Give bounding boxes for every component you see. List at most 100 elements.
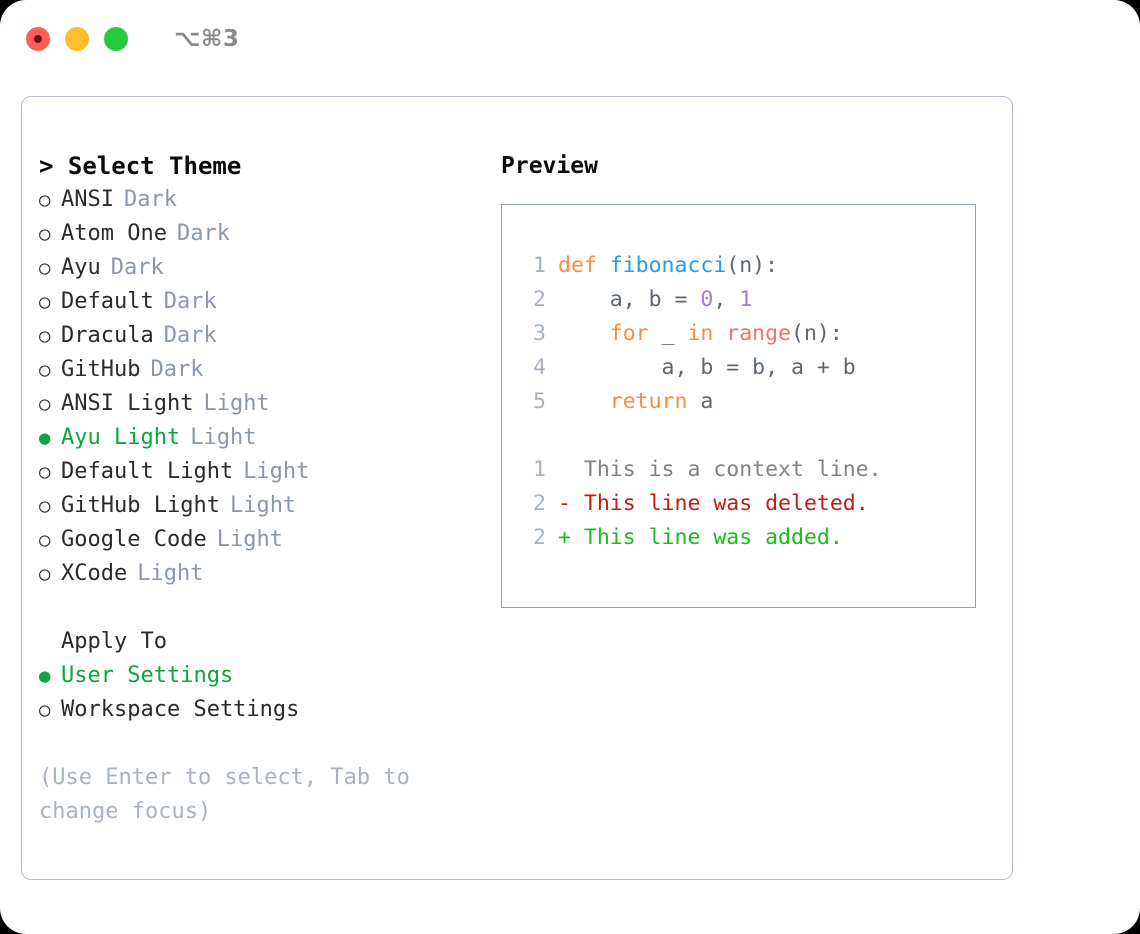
- theme-variant-label: Dark: [110, 255, 164, 280]
- theme-name-label: Default Light: [61, 459, 234, 484]
- diff-line: 2 - This line was deleted.: [520, 487, 975, 521]
- theme-list-item[interactable]: ○ GitHub Light Light: [39, 489, 489, 523]
- theme-variant-label: Light: [190, 425, 257, 450]
- code-token-kw: in: [687, 321, 727, 346]
- code-line-number: 1: [533, 253, 546, 278]
- theme-variant-label: Light: [229, 493, 297, 518]
- radio-unselected-icon: ○: [39, 189, 51, 211]
- theme-name-label: Default: [61, 289, 154, 314]
- theme-variant-label: Dark: [123, 187, 177, 212]
- code-line-number: 5: [533, 389, 546, 414]
- code-token-var: a, b =: [558, 287, 701, 312]
- apply-to-option[interactable]: ● User Settings: [39, 659, 489, 693]
- apply-to-option[interactable]: ○Workspace Settings: [39, 693, 489, 727]
- theme-list-item[interactable]: ○ ANSI Dark: [39, 183, 489, 217]
- theme-variant-label: Dark: [176, 221, 230, 246]
- code-line: 4 a, b = b, a + b: [520, 351, 975, 385]
- theme-name-label: GitHub Light: [61, 493, 220, 518]
- radio-unselected-icon: ○: [39, 291, 51, 313]
- apply-to-heading: Apply To: [61, 629, 167, 654]
- code-token-call: range: [726, 321, 792, 346]
- traffic-lights: [26, 27, 128, 51]
- code-token-kw: return: [558, 389, 701, 414]
- code-line-content: a, b = b, a + b: [558, 351, 856, 385]
- radio-unselected-icon: ○: [39, 257, 51, 279]
- theme-variant-label: Light: [216, 527, 283, 552]
- code-line-content: return a: [558, 385, 714, 419]
- theme-name-label: Google Code: [61, 527, 207, 552]
- recording-indicator-icon: [34, 35, 42, 43]
- diff-line-content-ctx: This is a context line.: [558, 457, 882, 482]
- code-line-content: a, b = 0, 1: [558, 283, 752, 317]
- radio-unselected-icon: ○: [39, 495, 51, 517]
- apply-to-label: User Settings: [61, 663, 234, 688]
- theme-variant-label: Light: [137, 561, 204, 586]
- theme-list-item[interactable]: ○ ANSI Light Light: [39, 387, 489, 421]
- theme-list-item[interactable]: ○ Ayu Dark: [39, 251, 489, 285]
- title-bar: ⌥⌘3: [0, 0, 1140, 78]
- theme-name-label: Ayu Light: [61, 425, 181, 450]
- keyboard-hint-text: (Use Enter to select, Tab to change focu…: [39, 765, 410, 824]
- code-token-var: a, b = b, a + b: [558, 355, 856, 380]
- code-token-var: ,: [713, 287, 740, 312]
- theme-variant-label: Light: [203, 391, 270, 416]
- code-line-number: 4: [533, 355, 546, 380]
- apply-to-list: ● User Settings ○Workspace Settings: [39, 659, 489, 727]
- radio-selected-icon: ●: [39, 665, 51, 687]
- code-token-num: 0: [700, 287, 714, 312]
- code-line-number: 2: [533, 287, 546, 312]
- theme-list-item[interactable]: ○ Google Code Light: [39, 523, 489, 557]
- maximize-button-icon[interactable]: [104, 27, 128, 51]
- minimize-button-icon[interactable]: [65, 27, 89, 51]
- diff-line: 1 This is a context line.: [520, 453, 975, 487]
- theme-name-label: GitHub: [61, 357, 141, 382]
- close-button-icon[interactable]: [26, 27, 50, 51]
- diff-line-number: 2: [533, 525, 546, 550]
- code-line: 5 return a: [520, 385, 975, 419]
- radio-unselected-icon: ○: [39, 325, 51, 347]
- theme-list-item[interactable]: ○ Dracula Dark: [39, 319, 489, 353]
- theme-variant-label: Light: [243, 459, 310, 484]
- radio-unselected-icon: ○: [39, 393, 51, 415]
- diff-line-number: 2: [533, 491, 546, 516]
- theme-list-item[interactable]: ○ Default Light Light: [39, 455, 489, 489]
- radio-unselected-icon: ○: [39, 359, 51, 381]
- code-token-punc: (n):: [726, 253, 779, 278]
- radio-unselected-icon: ○: [39, 563, 51, 585]
- code-line: 2 a, b = 0, 1: [520, 283, 975, 317]
- theme-name-label: Ayu: [61, 255, 101, 280]
- preview-heading: Preview: [501, 153, 598, 179]
- code-token-kw: for: [558, 321, 662, 346]
- apply-to-label: Workspace Settings: [61, 697, 300, 722]
- theme-list-item[interactable]: ● Ayu Light Light: [39, 421, 489, 455]
- code-token-kw: def: [558, 253, 610, 278]
- theme-name-label: Dracula: [61, 323, 154, 348]
- code-token-var: a: [700, 389, 714, 414]
- radio-unselected-icon: ○: [39, 529, 51, 551]
- theme-name-label: Atom One: [61, 221, 167, 246]
- select-theme-heading: > Select Theme: [39, 152, 242, 180]
- diff-line-content-del: - This line was deleted.: [558, 491, 869, 516]
- diff-line: 2+ This line was added.: [520, 521, 975, 555]
- theme-name-label: ANSI Light: [61, 391, 194, 416]
- theme-variant-label: Dark: [163, 323, 217, 348]
- code-line-content: for _ in range(n):: [558, 317, 843, 351]
- diff-sample: 1 This is a context line. 2 - This line wa…: [520, 453, 975, 555]
- preview-spacer: [520, 419, 975, 453]
- theme-name-label: ANSI: [61, 187, 114, 212]
- code-token-punc: (n):: [791, 321, 843, 346]
- radio-unselected-icon: ○: [39, 461, 51, 483]
- radio-selected-icon: ●: [39, 427, 51, 449]
